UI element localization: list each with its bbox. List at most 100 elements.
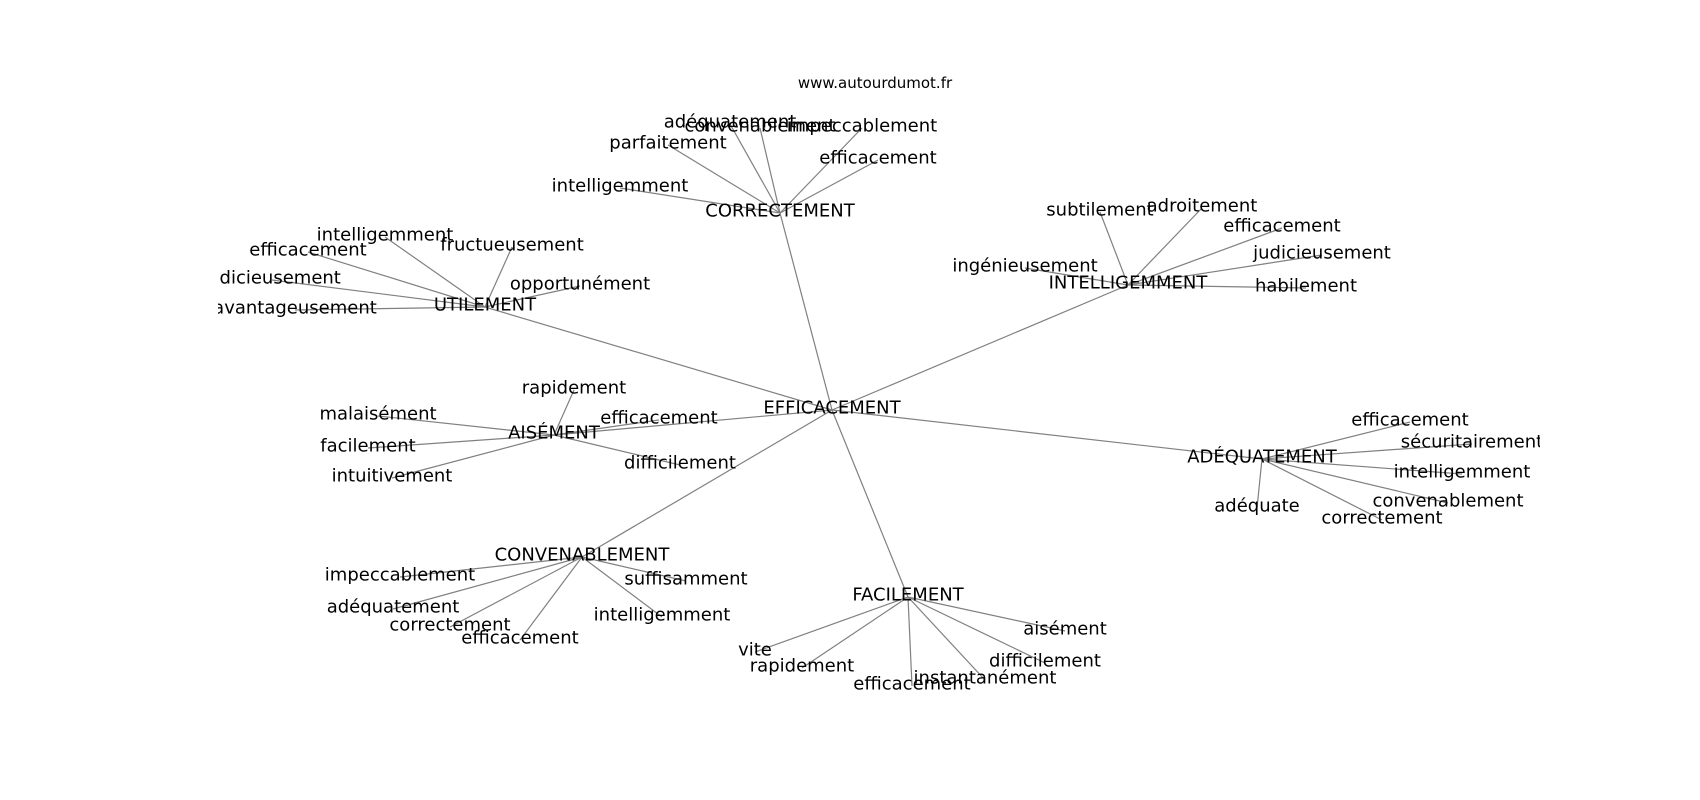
edge-cluster-7-leaf-6 — [907, 596, 913, 687]
edge-cluster-3-leaf-2 — [307, 251, 486, 308]
edge-cluster-2-leaf-1 — [1099, 211, 1129, 286]
leaf-word-2-5[interactable]: judicieusement — [1252, 243, 1391, 264]
edge-cluster-4-leaf-5 — [553, 434, 681, 466]
edge-cluster-1-leaf-5 — [779, 159, 879, 214]
cluster-word-6[interactable]: CONVENABLEMENT — [495, 545, 671, 566]
edge-cluster-6-leaf-4 — [581, 556, 663, 618]
leaf-word-3-4[interactable]: judicieusement — [202, 268, 341, 289]
leaf-word-2-1[interactable]: subtilement — [1046, 200, 1153, 221]
edge-cluster-7-leaf-5 — [907, 596, 986, 681]
edge-center-1 — [779, 212, 833, 411]
leaf-word-1-6[interactable]: intelligemment — [552, 176, 689, 197]
center-word[interactable]: EFFICACEMENT — [763, 398, 901, 419]
leaf-word-3-6[interactable]: avantageusement — [213, 298, 377, 319]
cluster-word-7[interactable]: FACILEMENT — [852, 585, 964, 606]
leaf-word-1-1[interactable]: adéquatement — [664, 112, 797, 133]
source-url: www.autourdumot.fr — [798, 74, 953, 92]
edge-center-4 — [553, 409, 833, 436]
edge-cluster-5-leaf-2 — [1261, 443, 1473, 460]
edge-cluster-3-leaf-4 — [271, 279, 486, 308]
leaf-word-3-3[interactable]: fructueusement — [440, 235, 584, 256]
leaf-word-6-5[interactable]: correctement — [389, 615, 510, 636]
leaf-word-6-4[interactable]: intelligemment — [594, 605, 731, 626]
edge-cluster-4-leaf-1 — [553, 389, 575, 436]
leaf-word-4-3[interactable]: efficacement — [600, 408, 717, 429]
edges — [271, 123, 1473, 687]
edge-cluster-1-leaf-1 — [729, 123, 781, 214]
edge-cluster-5-leaf-6 — [1261, 458, 1383, 521]
cluster-word-4[interactable]: AISÉMENT — [508, 422, 601, 444]
leaf-word-5-6[interactable]: correctement — [1321, 508, 1442, 529]
edge-center-3 — [484, 306, 833, 411]
leaf-word-6-1[interactable]: impeccablement — [325, 565, 475, 586]
cluster-word-2[interactable]: INTELLIGEMMENT — [1049, 273, 1209, 294]
edge-cluster-4-leaf-2 — [377, 415, 555, 436]
edge-cluster-4-leaf-3 — [553, 419, 660, 436]
leaf-word-2-6[interactable]: habilement — [1255, 276, 1357, 297]
leaf-word-5-2[interactable]: sécuritairement — [1401, 432, 1543, 453]
leaf-word-4-6[interactable]: intuitivement — [332, 466, 453, 487]
cluster-word-3[interactable]: UTILEMENT — [434, 295, 537, 316]
leaf-word-1-4[interactable]: parfaitement — [609, 133, 726, 154]
leaf-word-2-4[interactable]: ingénieusement — [952, 256, 1097, 277]
edge-cluster-1-leaf-4 — [667, 144, 781, 214]
edge-cluster-6-leaf-2 — [581, 556, 687, 582]
edge-cluster-1-leaf-2 — [759, 127, 781, 214]
leaf-word-2-2[interactable]: adroitement — [1147, 196, 1258, 217]
edge-cluster-5-leaf-5 — [1256, 458, 1263, 509]
edge-cluster-3-leaf-1 — [384, 236, 486, 308]
leaf-word-7-2[interactable]: difficilement — [989, 651, 1101, 672]
leaf-word-4-1[interactable]: rapidement — [522, 378, 626, 399]
leaf-word-7-4[interactable]: rapidement — [750, 656, 854, 677]
leaf-word-7-6[interactable]: efficacement — [853, 674, 970, 695]
leaf-word-2-3[interactable]: efficacement — [1223, 216, 1340, 237]
edge-cluster-2-leaf-5 — [1127, 254, 1323, 286]
leaf-word-6-6[interactable]: efficacement — [461, 628, 578, 649]
edge-cluster-2-leaf-4 — [1024, 267, 1129, 286]
leaf-word-1-2[interactable]: convenablement — [684, 116, 835, 137]
leaf-word-3-1[interactable]: intelligemment — [317, 225, 454, 246]
edge-cluster-3-leaf-6 — [294, 306, 486, 311]
leaf-word-1-3[interactable]: impeccablement — [787, 116, 937, 137]
cluster-word-5[interactable]: ADÉQUATEMENT — [1187, 446, 1338, 468]
leaf-word-4-4[interactable]: facilement — [320, 436, 415, 457]
edge-center-5 — [831, 409, 1263, 460]
leaf-word-5-4[interactable]: convenablement — [1372, 491, 1523, 512]
edge-cluster-6-leaf-3 — [392, 556, 583, 610]
leaf-word-7-3[interactable]: vite — [738, 640, 772, 661]
edge-cluster-5-leaf-3 — [1261, 458, 1463, 475]
leaf-word-5-5[interactable]: adéquate — [1214, 496, 1300, 517]
leaf-word-7-1[interactable]: aisément — [1023, 619, 1107, 640]
edge-cluster-1-leaf-6 — [619, 187, 781, 214]
edge-cluster-3-leaf-3 — [484, 246, 513, 308]
edge-cluster-6-leaf-5 — [449, 556, 583, 628]
edge-cluster-2-leaf-3 — [1127, 227, 1283, 286]
edge-cluster-6-leaf-6 — [519, 556, 583, 641]
edge-center-2 — [831, 284, 1129, 411]
edge-cluster-6-leaf-1 — [399, 556, 583, 578]
leaf-word-1-5[interactable]: efficacement — [819, 148, 936, 169]
edge-cluster-7-leaf-3 — [754, 596, 909, 653]
edge-center-7 — [831, 409, 909, 598]
leaf-word-4-2[interactable]: malaisément — [319, 404, 436, 425]
leaf-word-3-2[interactable]: efficacement — [249, 240, 366, 261]
edge-cluster-3-leaf-5 — [484, 285, 581, 308]
edge-cluster-2-leaf-2 — [1127, 207, 1203, 286]
leaf-word-6-3[interactable]: adéquatement — [327, 597, 460, 618]
leaf-word-5-3[interactable]: intelligemment — [1394, 462, 1531, 483]
word-labels: EFFICACEMENTCORRECTEMENTadéquatementconv… — [202, 112, 1543, 695]
edge-cluster-5-leaf-1 — [1261, 421, 1411, 460]
edge-cluster-4-leaf-6 — [391, 434, 555, 479]
leaf-word-6-2[interactable]: suffisamment — [624, 569, 747, 590]
leaf-word-5-1[interactable]: efficacement — [1351, 410, 1468, 431]
edge-cluster-5-leaf-4 — [1261, 458, 1449, 504]
edge-cluster-1-leaf-3 — [779, 127, 863, 214]
cluster-word-1[interactable]: CORRECTEMENT — [705, 201, 855, 222]
edge-cluster-7-leaf-1 — [907, 596, 1066, 632]
edge-center-6 — [581, 409, 833, 558]
leaf-word-3-5[interactable]: opportunément — [510, 274, 650, 295]
leaf-word-7-5[interactable]: instantanément — [914, 668, 1057, 689]
edge-cluster-4-leaf-4 — [367, 434, 555, 449]
leaf-word-4-5[interactable]: difficilement — [624, 453, 736, 474]
